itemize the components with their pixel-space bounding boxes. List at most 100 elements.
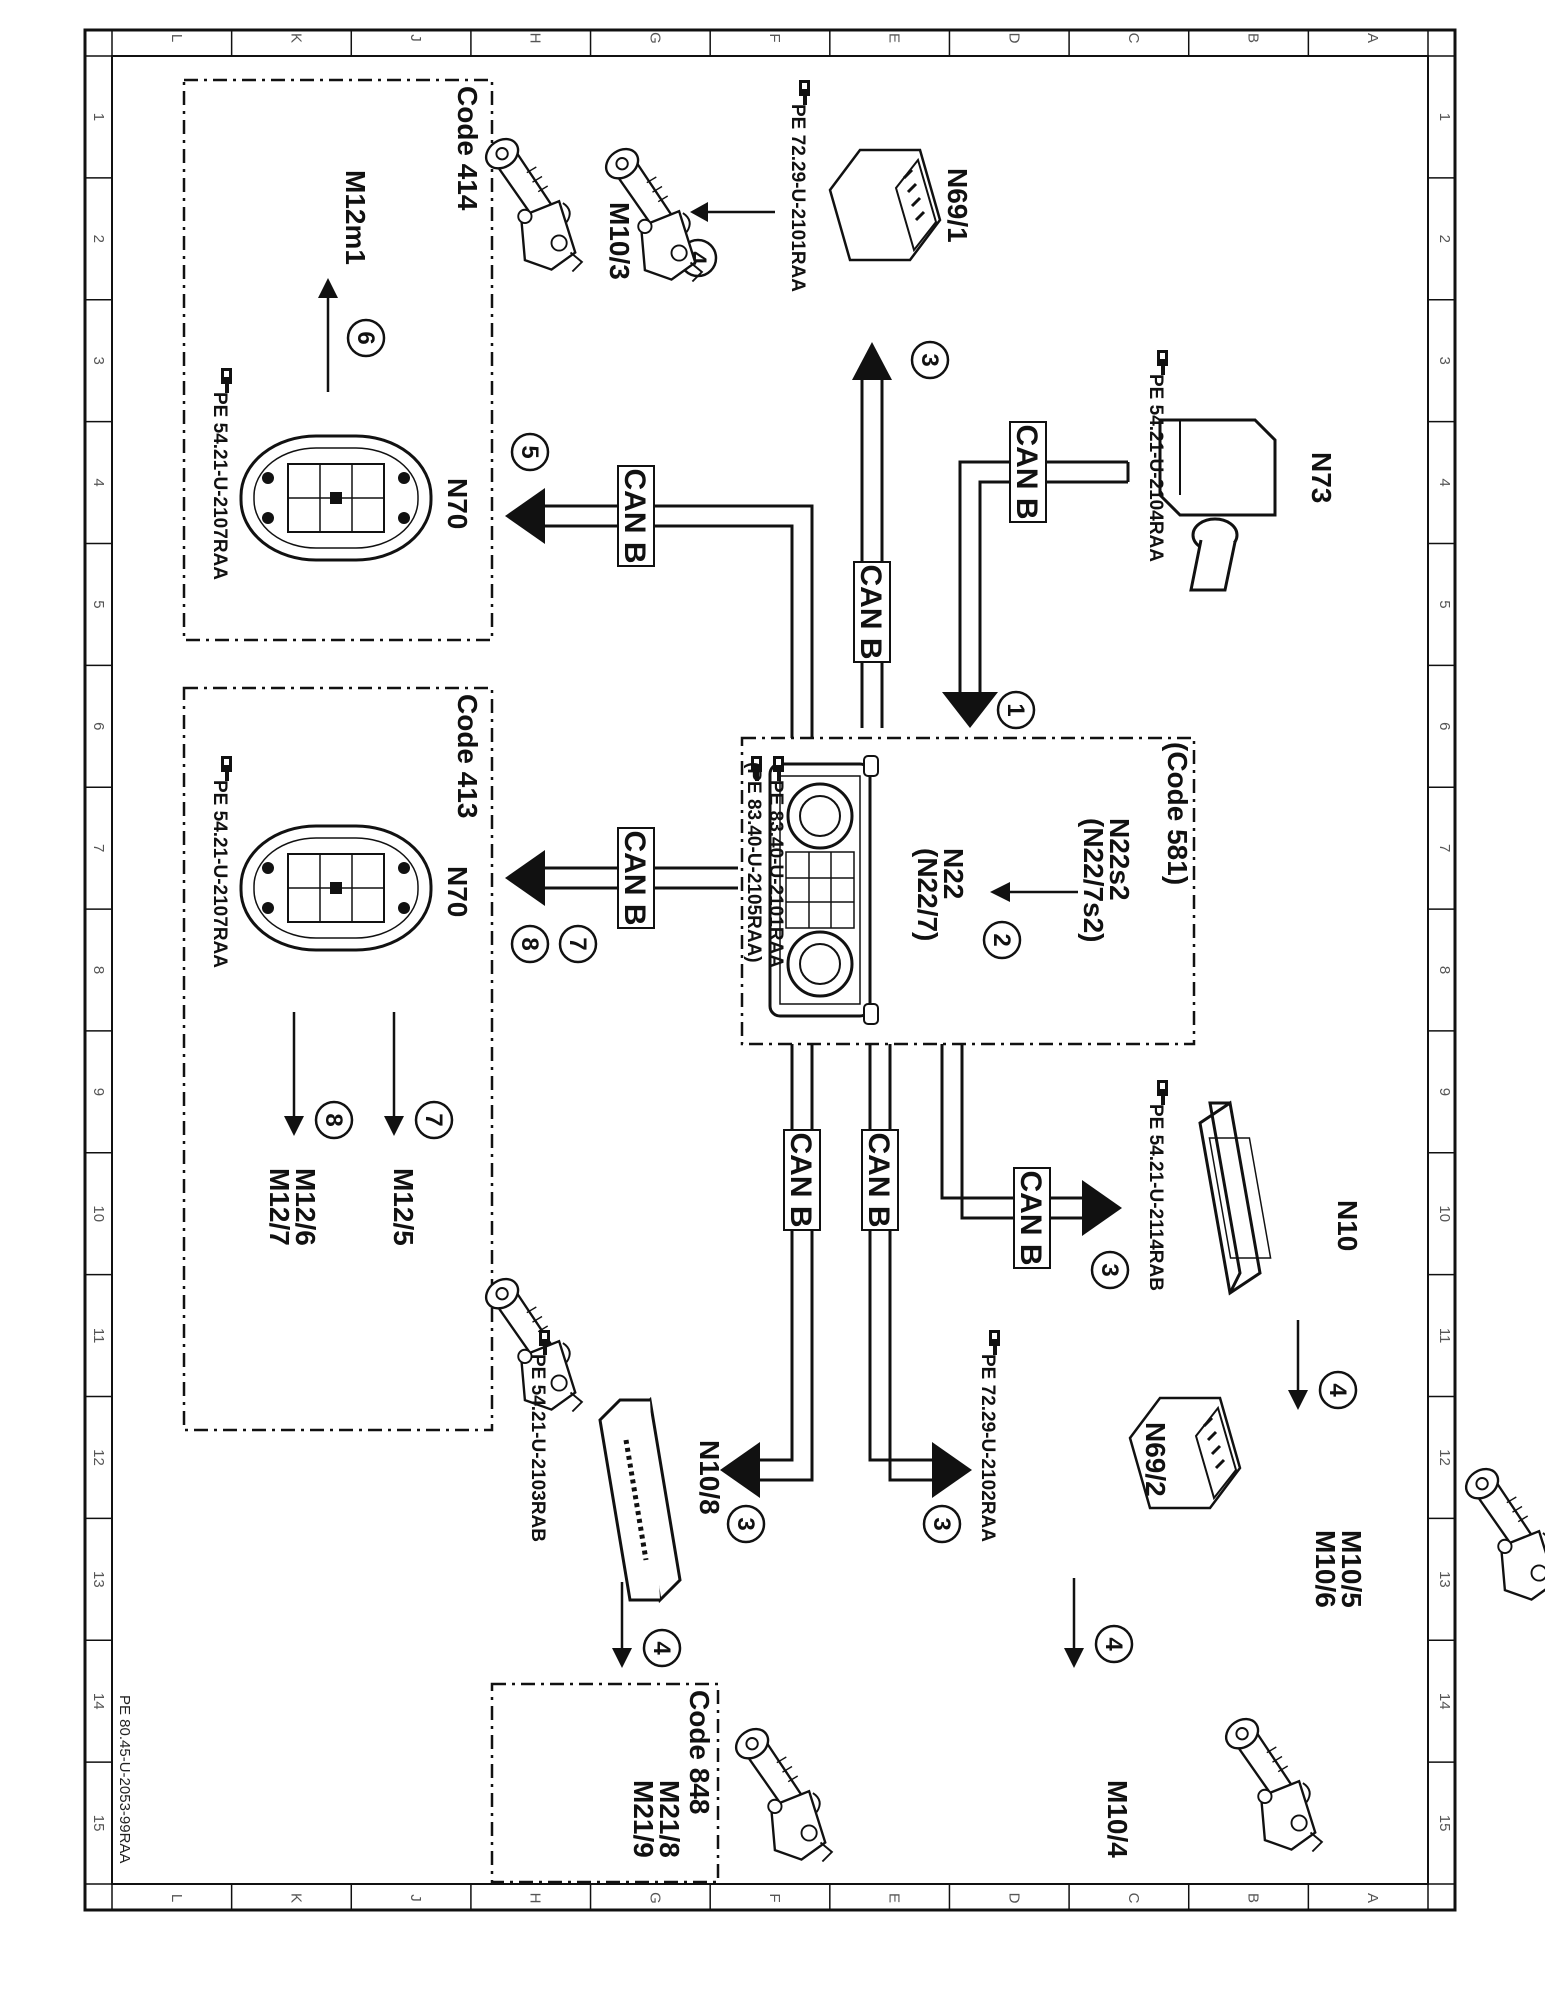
inner-frame [111, 55, 1429, 1885]
code-414-box [182, 78, 494, 642]
grid-label: 2 [90, 235, 107, 243]
can-b-tag [1013, 1167, 1051, 1269]
grid-label: F [766, 33, 783, 42]
grid-label: D [1005, 33, 1022, 44]
grid-label: 6 [90, 722, 107, 730]
grid-label: H [527, 33, 544, 44]
step-circle: 3 [922, 1504, 962, 1544]
grid-label: L [168, 34, 185, 42]
svg-text:4: 4 [1100, 1637, 1127, 1651]
svg-text:PE 83.40-U-2101RAA: PE 83.40-U-2101RAA [765, 780, 786, 968]
pointing-hand-icon [221, 368, 232, 393]
n70-413-ref: PE 54.21-U-2107RAA [209, 780, 230, 968]
n73-label: N73 [1306, 452, 1337, 503]
code-581-box [740, 736, 1196, 1046]
n10-8-ref: PE 54.21-U-2103RAB [527, 1354, 548, 1542]
m12-5-label: M12/5 [388, 1168, 419, 1246]
grid-label: H [527, 1893, 544, 1904]
code-414-label: Code 414 [452, 86, 483, 211]
can-b-tag [853, 561, 891, 663]
code-413-label: Code 413 [452, 694, 483, 819]
grid-label: E [886, 33, 903, 43]
n69-1-ref: PE 72.29-U-2101RAA [787, 104, 808, 292]
grid-label: A [1364, 33, 1381, 43]
svg-text:2: 2 [988, 933, 1015, 946]
grid-label: K [287, 33, 304, 43]
svg-text:4: 4 [648, 1641, 675, 1655]
svg-text:6: 6 [352, 331, 379, 344]
climate-control-unit [768, 755, 879, 1025]
pointing-hand-icon [221, 756, 232, 781]
svg-text:N22s2: N22s2 [1104, 818, 1135, 901]
outer-frame [83, 28, 1457, 1912]
svg-text:(PE 83.40-U-2105RAA): (PE 83.40-U-2105RAA) [743, 762, 764, 963]
step-circle: 4 [642, 1628, 682, 1668]
m10-5-label: M10/5 [1336, 1530, 1367, 1608]
svg-text:3: 3 [928, 1517, 955, 1530]
grid-label: J [407, 1894, 424, 1902]
grid-label: 15 [90, 1815, 107, 1832]
grid-label: K [287, 1893, 304, 1903]
step-circle: 5 [510, 432, 550, 472]
n10-8-module-icon [598, 1396, 682, 1604]
n70-413-label: N70 [442, 866, 473, 917]
n69-2-label: N69/2 [1140, 1422, 1171, 1497]
step-circle: 6 [346, 318, 386, 358]
n69-2-ref: PE 72.29-U-2102RAA [977, 1354, 998, 1542]
code-848-label: Code 848 [684, 1690, 715, 1815]
grid-label: E [886, 1893, 903, 1903]
grid-label: 5 [1436, 600, 1453, 608]
can-b-tag [617, 827, 655, 929]
grid-label: 10 [90, 1205, 107, 1222]
grid-label: 10 [1436, 1205, 1453, 1222]
step-circle: 7 [414, 1100, 454, 1140]
code-413-box [182, 686, 494, 1432]
grid-label: 7 [90, 844, 107, 852]
step-circle: 7 [558, 924, 598, 964]
n70-overhead-panel-icon [239, 824, 433, 952]
grid-label: 11 [1436, 1328, 1453, 1344]
grid-label: G [646, 32, 663, 44]
m10-3-label: M10/3 [604, 202, 635, 280]
n73-ref: PE 54.21-U-2104RAA [1145, 374, 1166, 562]
pointing-hand-icon [989, 1330, 1000, 1355]
signal-arrows [284, 202, 1308, 1668]
grid-ticks [85, 30, 1455, 1910]
grid-label: 5 [90, 600, 107, 608]
grid-label: 13 [1436, 1571, 1453, 1588]
grid-label: L [168, 1894, 185, 1902]
n70-overhead-panel-icon [239, 434, 433, 562]
step-circle: 8 [314, 1100, 354, 1140]
grid-label: F [766, 1893, 783, 1902]
grid-label: 4 [90, 478, 107, 486]
grid-label: 11 [90, 1328, 107, 1344]
center-labels: (Code 581) N22s2 (N22/7s2) N22 (N22/7) P… [743, 742, 1193, 968]
drawing-reference: PE 80.45-U-2053-99RAA [116, 1695, 133, 1863]
svg-text:(N22/7s2): (N22/7s2) [1078, 818, 1109, 943]
grid-label: 9 [1436, 1088, 1453, 1096]
grid-label: B [1245, 1893, 1262, 1903]
svg-text:7: 7 [564, 937, 591, 950]
m12-7-label: M12/7 [264, 1168, 295, 1246]
svg-text:CAN B: CAN B [784, 1133, 817, 1228]
grid-label: 4 [1436, 478, 1453, 486]
n10-8-label: N10/8 [694, 1440, 725, 1515]
pointing-hand-icon [1157, 350, 1168, 375]
grid-label: 1 [1436, 113, 1453, 121]
m10-6-label: M10/6 [1310, 1530, 1341, 1608]
svg-text:3: 3 [732, 1517, 759, 1530]
pointing-hand-icon [1157, 1080, 1168, 1105]
svg-text:1: 1 [1002, 703, 1029, 716]
m21-motor-icon [729, 1721, 834, 1863]
step-circle: 3 [910, 340, 950, 380]
grid-label: 8 [90, 966, 107, 974]
grid-label: C [1125, 33, 1142, 44]
svg-text:N22: N22 [938, 848, 969, 899]
svg-text:CAN B: CAN B [618, 469, 651, 564]
svg-text:CAN B: CAN B [862, 1133, 895, 1228]
step-circle: 1 [996, 690, 1036, 730]
grid-label: 12 [1436, 1449, 1453, 1466]
grid-label: 6 [1436, 722, 1453, 730]
svg-text:8: 8 [516, 937, 543, 950]
n70-414-ref: PE 54.21-U-2107RAA [209, 392, 230, 580]
